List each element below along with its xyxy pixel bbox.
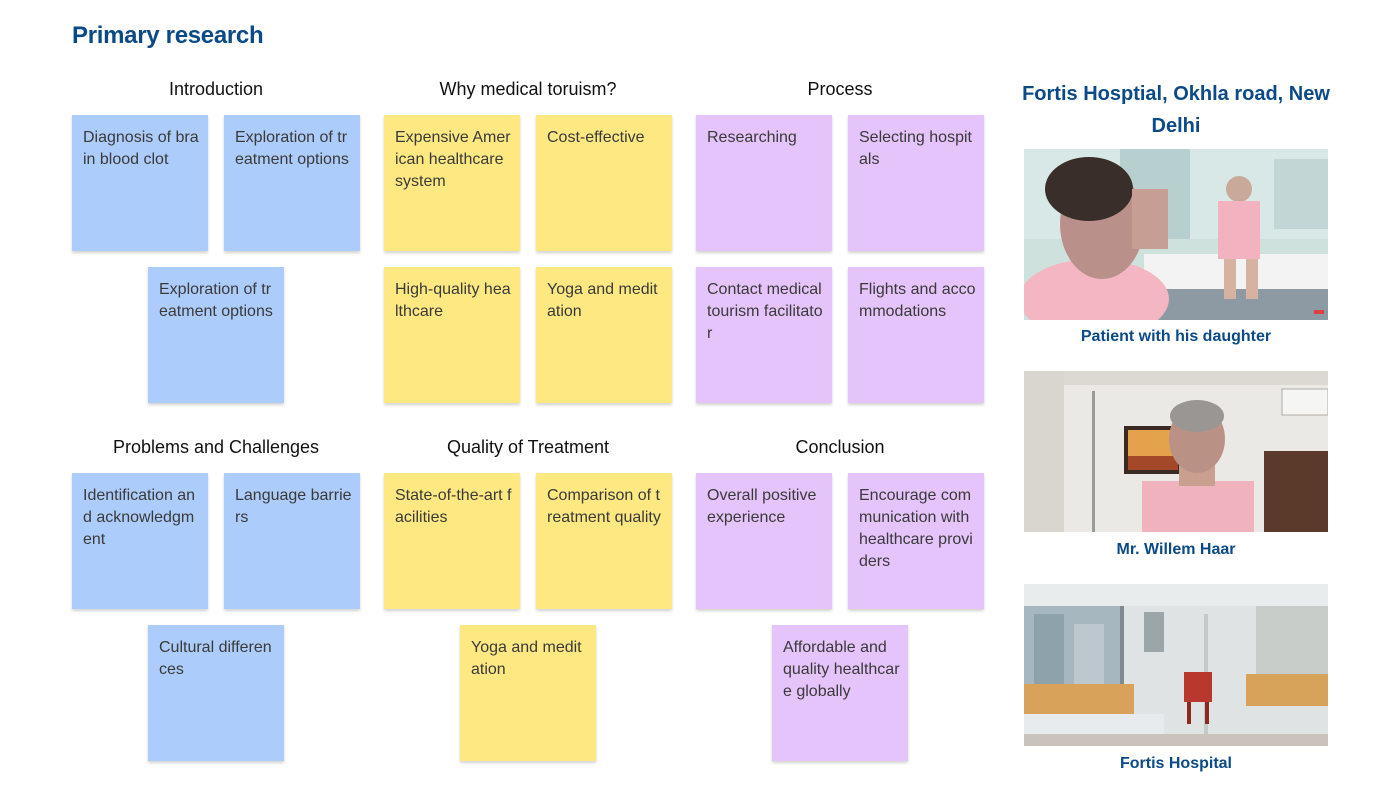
sticky-note[interactable]: Flights and accommodations <box>848 267 984 403</box>
sticky-note[interactable]: Yoga and meditation <box>536 267 672 403</box>
sticky-note[interactable]: Cost-effective <box>536 115 672 251</box>
sticky-note[interactable]: Overall positive experience <box>696 473 832 609</box>
section-title-problems: Problems and Challenges <box>112 437 320 457</box>
sticky-note[interactable]: Yoga and meditation <box>460 625 596 761</box>
sticky-note[interactable]: Comparison of treatment quality <box>536 473 672 609</box>
sticky-note[interactable]: Exploration of treatment options <box>148 267 284 403</box>
section-title-why-medical-tourism: Why medical toruism? <box>439 79 617 99</box>
section-title-conclusion: Conclusion <box>795 437 885 457</box>
photo-fortis-hospital <box>1024 584 1328 746</box>
section-title-process: Process <box>807 79 873 99</box>
sticky-note[interactable]: State-of-the-art facilities <box>384 473 520 609</box>
sticky-note[interactable]: Language barriers <box>224 473 360 609</box>
sticky-note[interactable]: Encourage communication with healthcare … <box>848 473 984 609</box>
photo-patient-with-daughter <box>1024 149 1328 320</box>
sticky-note[interactable]: Affordable and quality healthcare global… <box>772 625 908 761</box>
hospital-title: Fortis Hosptial, Okhla road, New Delhi <box>1022 83 1330 137</box>
sticky-note[interactable]: Identification and acknowledgment <box>72 473 208 609</box>
page-title: Primary research <box>72 22 264 49</box>
sticky-note[interactable]: Contact medical tourism facilitator <box>696 267 832 403</box>
photo-caption: Mr. Willem Haar <box>1116 541 1236 558</box>
photo-willem-haar <box>1024 371 1328 532</box>
sticky-note[interactable]: High-quality healthcare <box>384 267 520 403</box>
sticky-note[interactable]: Cultural differences <box>148 625 284 761</box>
photo-caption: Fortis Hospital <box>1119 755 1232 772</box>
section-title-introduction: Introduction <box>168 79 264 99</box>
sticky-note[interactable]: Researching <box>696 115 832 251</box>
section-title-quality: Quality of Treatment <box>446 437 610 457</box>
sticky-note[interactable]: Diagnosis of brain blood clot <box>72 115 208 251</box>
photo-caption: Patient with his daughter <box>1080 328 1272 345</box>
sticky-note[interactable]: Exploration of treatment options <box>224 115 360 251</box>
sticky-note[interactable]: Expensive American healthcare system <box>384 115 520 251</box>
sticky-note[interactable]: Selecting hospitals <box>848 115 984 251</box>
